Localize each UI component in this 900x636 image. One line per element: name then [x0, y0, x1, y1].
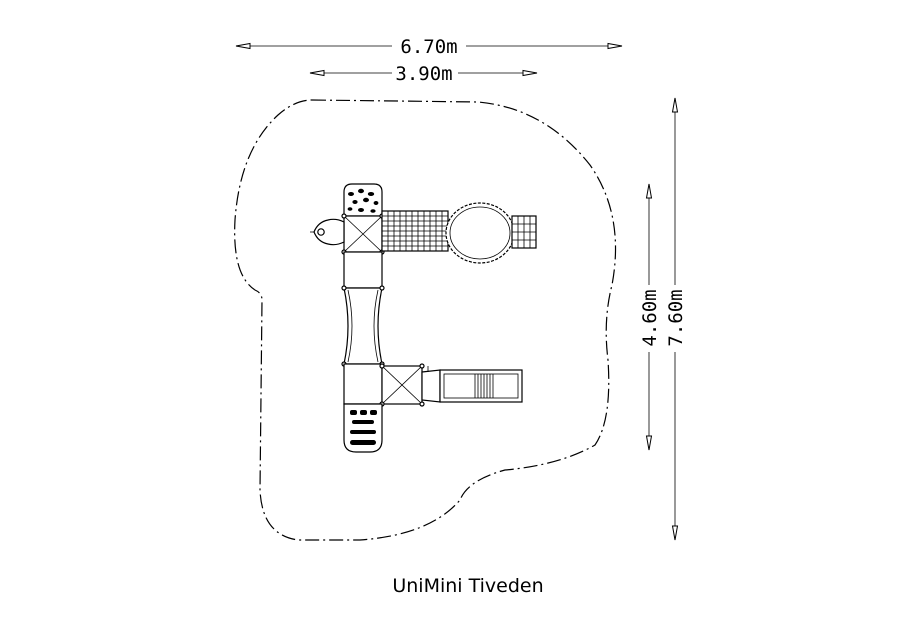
- inner-height-label: 4.60m: [639, 289, 661, 346]
- wavy-bridge: [341, 285, 385, 367]
- climbing-wall-top: [343, 183, 383, 217]
- platform-section-lower: [343, 363, 383, 405]
- dimension-inner-width: 3.90m: [309, 63, 538, 85]
- dimension-overall-height: 7.60m: [665, 97, 687, 541]
- dimension-inner-height: 4.60m: [639, 183, 661, 451]
- lookout-window: [310, 218, 345, 246]
- safety-zone-outline: [234, 99, 617, 541]
- dimension-overall-width: 6.70m: [235, 36, 623, 58]
- platform-section-upper: [343, 251, 383, 289]
- product-name: UniMini Tiveden: [392, 575, 543, 597]
- overall-width-label: 6.70m: [400, 36, 457, 58]
- tower-platform-top: [341, 213, 385, 255]
- slide: [421, 366, 523, 403]
- climbing-ladder-right: [511, 215, 537, 249]
- entrance-steps: [343, 403, 383, 453]
- inner-width-label: 3.90m: [395, 63, 452, 85]
- round-tower-platform: [445, 202, 515, 264]
- playground-structure: [310, 183, 537, 453]
- overall-height-label: 7.60m: [665, 289, 687, 346]
- net-bridge: [381, 210, 449, 252]
- tower-platform-lower: [379, 363, 425, 407]
